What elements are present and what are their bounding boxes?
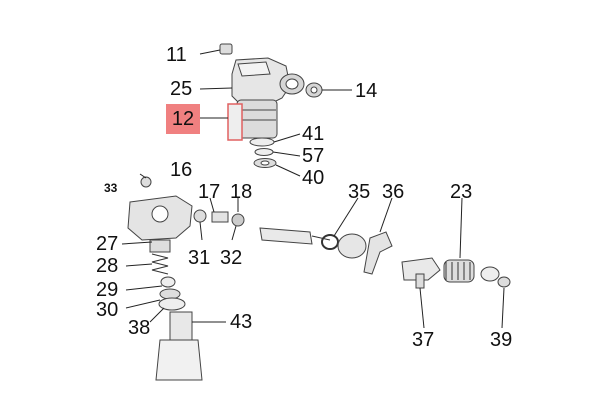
middle-shaft-assembly [193, 209, 511, 289]
callout-29: 29 [96, 279, 119, 301]
callout-43: 43 [230, 311, 253, 333]
callout-27: 27 [96, 233, 119, 255]
callout-31: 31 [188, 247, 211, 269]
callout-32: 32 [220, 247, 243, 269]
callout-14: 14 [355, 80, 378, 102]
callout-57: 57 [302, 145, 325, 167]
callout-33: 33 [104, 181, 118, 195]
callout-41: 41 [302, 123, 325, 145]
left-valve-body [127, 176, 203, 381]
callout-30: 30 [96, 299, 119, 321]
callout-16: 16 [170, 159, 193, 181]
callout-39: 39 [490, 329, 513, 351]
callout-36: 36 [382, 181, 405, 203]
callout-18: 18 [230, 181, 253, 203]
callout-28: 28 [96, 255, 119, 277]
callout-37: 37 [412, 329, 435, 351]
upper-leader-lines [199, 49, 352, 177]
lower-leader-lines [121, 173, 505, 329]
callout-17: 17 [198, 181, 221, 203]
callout-25: 25 [170, 78, 193, 100]
callout-38: 38 [128, 317, 151, 339]
callout-23: 23 [450, 181, 473, 203]
callout-35: 35 [348, 181, 371, 203]
callout-12-highlight: 12 [166, 104, 200, 134]
callout-11: 11 [166, 44, 187, 66]
upper-pump-housing [219, 43, 323, 168]
callout-40: 40 [302, 167, 325, 189]
